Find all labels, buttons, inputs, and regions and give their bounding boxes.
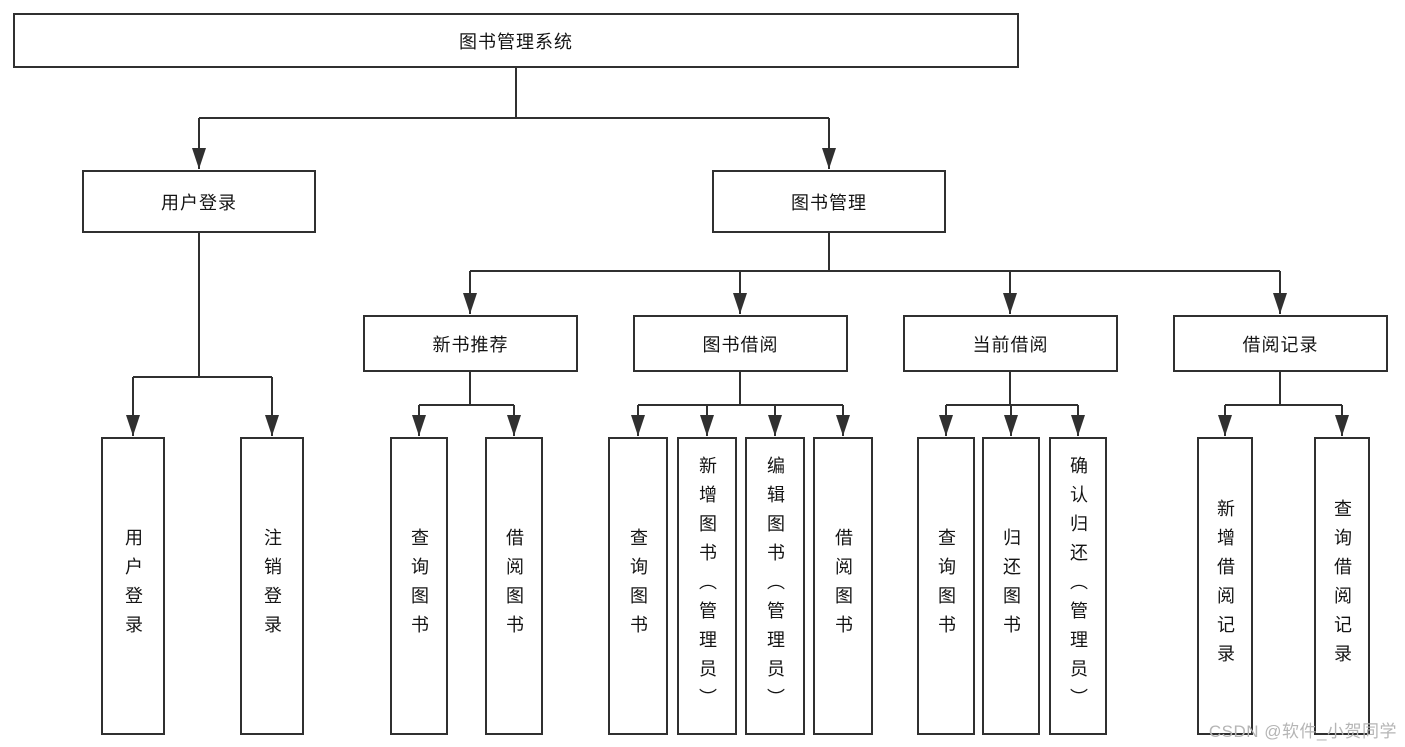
connector-new-book-recommend [419,372,514,406]
node-leaf-return-books: 归还图书 [982,437,1040,735]
node-label: 图书管理 [791,192,867,213]
node-leaf-query-borrow-record: 查询借阅记录 [1314,437,1370,735]
node-leaf-query-books-current: 查询图书 [917,437,975,735]
node-book-management: 图书管理 [712,170,946,233]
node-current-borrow: 当前借阅 [903,315,1118,372]
node-leaf-edit-books-admin: 编辑图书（管理员） [745,437,805,735]
connector-user-login [133,233,272,378]
node-leaf-borrow-books: 借阅图书 [813,437,873,735]
connector-current-borrow [946,372,1078,406]
node-leaf-query-books-recommend: 查询图书 [390,437,448,735]
node-label: 新增借阅记录 [1215,499,1235,673]
connector-book-management [470,233,1280,272]
node-label: 借阅图书 [504,528,524,644]
node-new-book-recommend: 新书推荐 [363,315,578,372]
node-leaf-add-books-admin: 新增图书（管理员） [677,437,737,735]
node-root: 图书管理系统 [13,13,1019,68]
node-label: 借阅记录 [1242,334,1319,355]
node-label: 归还图书 [1001,528,1021,644]
node-leaf-logout: 注销登录 [240,437,304,735]
node-label: 查询图书 [936,528,956,644]
node-user-login: 用户登录 [82,170,316,233]
node-borrow-records: 借阅记录 [1173,315,1388,372]
node-label: 新书推荐 [432,334,509,355]
node-label: 借阅图书 [833,528,853,644]
node-label: 查询图书 [628,528,648,644]
node-label: 当前借阅 [972,334,1049,355]
node-leaf-confirm-return-admin: 确认归还（管理员） [1049,437,1107,735]
connector-borrow-records [1225,372,1342,406]
connector-root [199,68,829,119]
node-leaf-user-login: 用户登录 [101,437,165,735]
node-leaf-add-borrow-record: 新增借阅记录 [1197,437,1253,735]
node-label: 新增图书（管理员） [697,455,717,717]
node-label: 用户登录 [123,528,143,644]
node-label: 确认归还（管理员） [1068,455,1088,717]
node-label: 图书借阅 [702,334,779,355]
node-label: 图书管理系统 [459,31,573,52]
node-book-borrow: 图书借阅 [633,315,848,372]
node-leaf-query-books-borrow: 查询图书 [608,437,668,735]
watermark: CSDN @软件_小贺同学 [1208,722,1397,741]
connector-book-borrow [638,372,843,406]
node-label: 注销登录 [262,528,282,644]
node-label: 编辑图书（管理员） [765,455,785,717]
node-label: 用户登录 [161,192,237,213]
node-label: 查询图书 [409,528,429,644]
node-leaf-borrow-books-recommend: 借阅图书 [485,437,543,735]
node-label: 查询借阅记录 [1332,499,1352,673]
